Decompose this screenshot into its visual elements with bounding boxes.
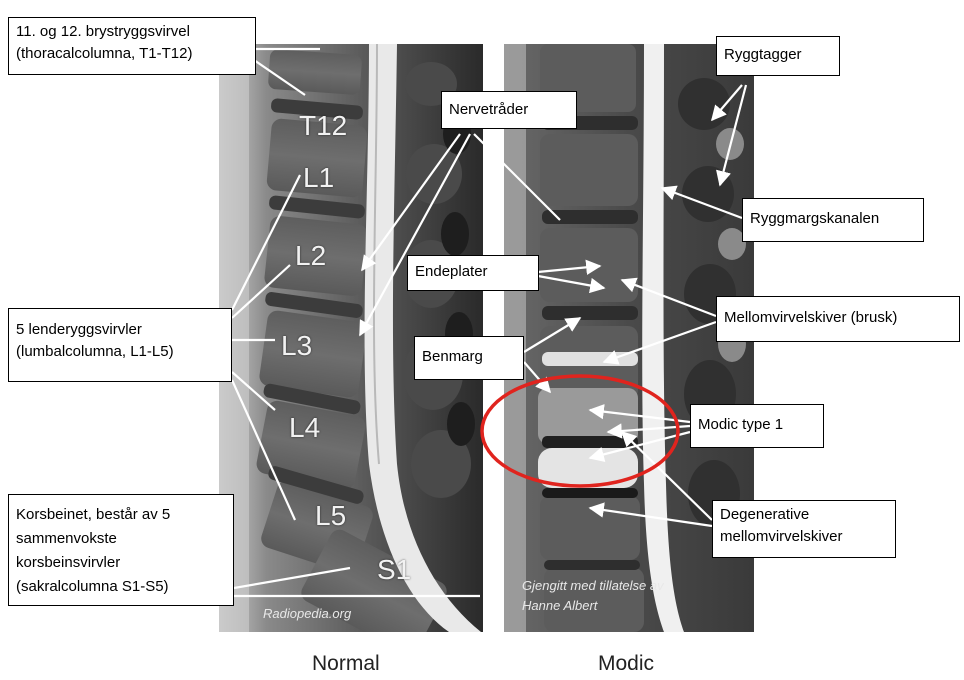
credit-radiopedia: Radiopedia.org bbox=[263, 604, 351, 624]
label-nerve-fibers: Nervetråder bbox=[441, 91, 577, 129]
label-lumbar-line-2: (lumbalcolumna, L1-L5) bbox=[16, 341, 224, 363]
credit-line-2: Hanne Albert bbox=[522, 596, 664, 616]
label-discs: Mellomvirvelskiver (brusk) bbox=[716, 296, 960, 342]
label-spinous-processes: Ryggtagger bbox=[716, 36, 840, 76]
label-degenerative: Degenerative mellomvirvelskiver bbox=[712, 500, 896, 558]
label-sacrum-line-1: Korsbeinet, består av 5 bbox=[16, 503, 226, 527]
label-sacrum-line-2: sammenvokste bbox=[16, 527, 226, 551]
label-thoracic: 11. og 12. brystryggsvirvel (thoracalcol… bbox=[8, 17, 256, 75]
credit-line-1: Gjengitt med tillatelse av bbox=[522, 576, 664, 596]
credit-hanne-albert: Gjengitt med tillatelse av Hanne Albert bbox=[522, 576, 664, 616]
vertebra-label-l4: L4 bbox=[289, 412, 320, 444]
label-lumbar-line-1: 5 lenderyggsvirvler bbox=[16, 319, 224, 341]
label-thoracic-line-1: 11. og 12. brystryggsvirvel bbox=[16, 21, 248, 43]
caption-normal: Normal bbox=[312, 652, 380, 676]
label-degenerative-line-1: Degenerative bbox=[720, 504, 888, 526]
vertebra-label-l1: L1 bbox=[303, 162, 334, 194]
label-lumbar: 5 lenderyggsvirvler (lumbalcolumna, L1-L… bbox=[8, 308, 232, 382]
vertebra-label-l2: L2 bbox=[295, 240, 326, 272]
label-sacrum-line-4: (sakralcolumna S1-S5) bbox=[16, 575, 226, 599]
label-modic-type1: Modic type 1 bbox=[690, 404, 824, 448]
label-thoracic-line-2: (thoracalcolumna, T1-T12) bbox=[16, 43, 248, 65]
label-sacrum-line-3: korsbeinsvirvler bbox=[16, 551, 226, 575]
label-sacrum: Korsbeinet, består av 5 sammenvokste kor… bbox=[8, 494, 234, 606]
label-bone-marrow: Benmarg bbox=[414, 336, 524, 380]
label-degenerative-line-2: mellomvirvelskiver bbox=[720, 526, 888, 548]
vertebra-label-s1: S1 bbox=[377, 554, 411, 586]
label-endplates: Endeplater bbox=[407, 255, 539, 291]
vertebra-label-t12: T12 bbox=[299, 110, 347, 142]
caption-modic: Modic bbox=[598, 652, 654, 676]
vertebra-label-l5: L5 bbox=[315, 500, 346, 532]
vertebra-label-l3: L3 bbox=[281, 330, 312, 362]
label-spinal-canal: Ryggmargskanalen bbox=[742, 198, 924, 242]
